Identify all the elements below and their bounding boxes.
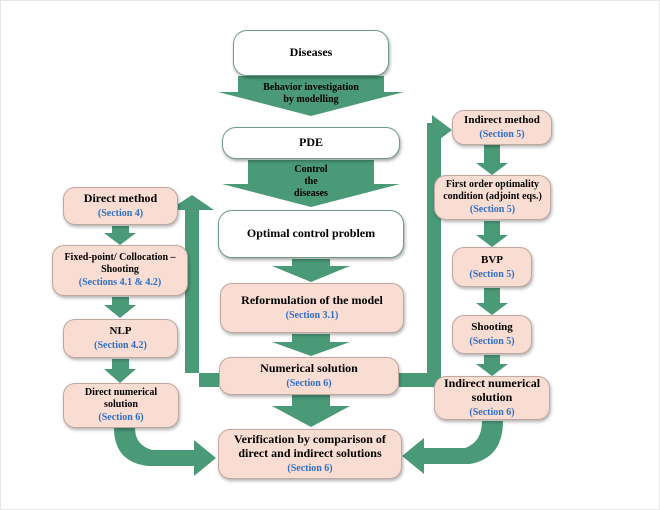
reformulation-label: Reformulation of the model	[241, 293, 383, 308]
control-label-line2: the	[304, 176, 318, 187]
fixed-point-section: (Sections 4.1 & 4.2)	[78, 277, 162, 289]
fixed-point-box: Fixed-point/ Collocation – Shooting (Sec…	[52, 245, 188, 296]
arrow-reform-to-numerical	[272, 334, 350, 356]
nlp-box: NLP (Section 4.2)	[63, 319, 178, 358]
bvp-box: BVP (Section 5)	[452, 247, 532, 287]
arrow-numerical-to-verify	[272, 395, 350, 427]
arrow-direct-to-fixed	[104, 226, 136, 245]
indirect-method-section: (Section 5)	[479, 129, 525, 141]
diseases-label: Diseases	[289, 45, 333, 60]
reformulation-box: Reformulation of the model (Section 3.1)	[220, 283, 404, 333]
behavior-label: Behavior investigation by modelling	[236, 82, 386, 106]
verification-section: (Section 6)	[287, 463, 333, 475]
first-order-box: First order optimality condition (adjoin…	[434, 175, 551, 220]
control-label: Control the diseases	[261, 164, 361, 200]
indirect-numerical-label-line1: Indirect numerical	[443, 376, 541, 391]
direct-method-section: (Section 4)	[97, 208, 144, 220]
arrow-pde-to-ocp	[222, 160, 400, 207]
numerical-solution-label: Numerical solution	[260, 361, 358, 376]
arrow-bvp-to-shooting	[476, 288, 508, 315]
verification-box: Verification by comparison of direct and…	[218, 429, 402, 479]
indirect-method-box: Indirect method (Section 5)	[452, 110, 552, 145]
shooting-label: Shooting	[471, 321, 513, 334]
arrow-dns-to-verify	[114, 428, 216, 476]
arrow-numerical-to-indirect	[399, 115, 452, 387]
arrow-nlp-to-dns	[104, 359, 136, 383]
indirect-numerical-label-line2: solution	[471, 390, 513, 405]
reformulation-section: (Section 3.1)	[285, 310, 339, 322]
direct-method-box: Direct method (Section 4)	[63, 187, 178, 225]
arrow-ins-to-verify	[402, 421, 503, 474]
control-label-line1: Control	[294, 164, 328, 175]
fixed-point-label-line2: Shooting	[101, 263, 139, 275]
pde-label: PDE	[299, 135, 323, 150]
direct-numerical-label-line1: Direct numerical	[84, 387, 158, 399]
bvp-section: (Section 5)	[469, 268, 515, 280]
direct-numerical-section: (Section 6)	[98, 412, 144, 424]
arrow-numerical-to-direct	[169, 195, 219, 387]
optimal-control-label: Optimal control problem	[246, 226, 376, 241]
nlp-section: (Section 4.2)	[94, 340, 147, 352]
optimal-control-box: Optimal control problem	[218, 210, 404, 258]
indirect-numerical-box: Indirect numerical solution (Section 6)	[434, 376, 550, 420]
indirect-numerical-section: (Section 6)	[469, 407, 515, 419]
verification-label-line1: Verification by comparison of	[234, 432, 386, 447]
fixed-point-label-line1: Fixed-point/ Collocation –	[64, 252, 176, 264]
first-order-section: (Section 5)	[469, 204, 516, 216]
direct-numerical-box: Direct numerical solution (Section 6)	[63, 383, 179, 428]
arrow-ocp-to-reform	[272, 259, 350, 282]
pde-box: PDE	[222, 127, 400, 159]
direct-numerical-label-line2: solution	[104, 398, 138, 410]
arrow-shooting-to-ins	[476, 355, 508, 376]
direct-method-label: Direct method	[83, 191, 158, 206]
arrow-indirect-to-first	[476, 145, 508, 175]
numerical-solution-section: (Section 6)	[286, 378, 332, 390]
first-order-label-line1: First order optimality	[445, 179, 540, 191]
behavior-label-line1: Behavior investigation	[263, 82, 359, 93]
nlp-label: NLP	[109, 325, 132, 338]
arrow-diseases-to-pde	[218, 76, 404, 116]
bvp-label: BVP	[481, 253, 503, 266]
shooting-box: Shooting (Section 5)	[452, 315, 532, 354]
arrow-fixed-to-nlp	[104, 297, 136, 318]
verification-label-line2: direct and indirect solutions	[238, 446, 382, 461]
control-label-line3: diseases	[294, 188, 328, 199]
numerical-solution-box: Numerical solution (Section 6)	[219, 357, 399, 395]
indirect-method-label: Indirect method	[464, 114, 540, 127]
behavior-label-line2: by modelling	[283, 94, 339, 105]
arrow-first-to-bvp	[476, 221, 508, 247]
first-order-label-line2: condition (adjoint eqs.)	[443, 190, 542, 202]
diseases-box: Diseases	[233, 30, 389, 76]
shooting-section: (Section 5)	[469, 336, 515, 348]
